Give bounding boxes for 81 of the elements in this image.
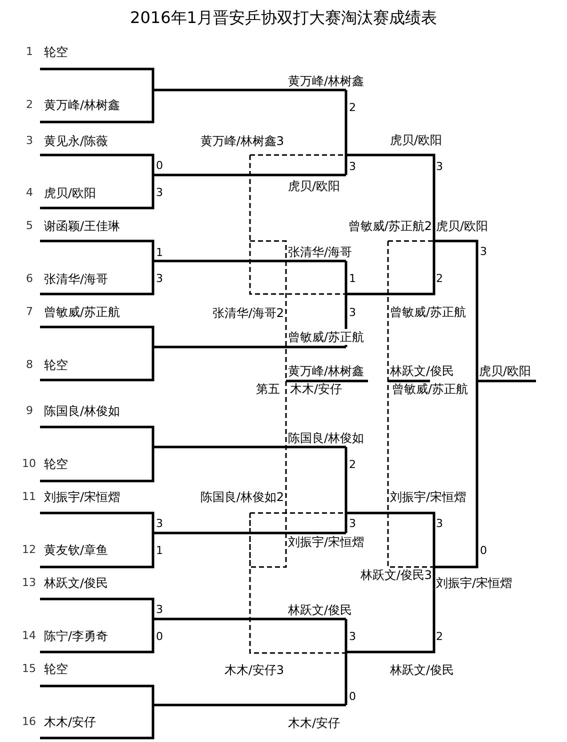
player-name: 轮空: [44, 44, 68, 60]
seed-number: 4: [26, 185, 33, 201]
score: 3: [156, 185, 163, 201]
player-name: 张清华/海哥: [44, 271, 108, 287]
score: 3: [349, 305, 356, 321]
player-name: 曾敏威/苏正航2: [348, 218, 432, 234]
title: 2016年1月晋安乒协双打大赛淘汰赛成绩表: [129, 7, 438, 29]
player-name: 刘振宇/宋恒熠: [288, 534, 364, 550]
player-name: 曾敏威/苏正航: [392, 381, 468, 397]
player-name: 谢函颖/王佳琳: [44, 218, 120, 234]
player-name: 虎贝/欧阳: [436, 218, 488, 234]
score: 3: [156, 602, 163, 618]
seed-number: 7: [26, 304, 33, 320]
player-name: 虎贝/欧阳: [479, 363, 532, 379]
player-name: 木木/安仔: [288, 715, 340, 731]
player-name: 木木/安仔3: [224, 662, 284, 678]
player-name: 轮空: [44, 357, 68, 373]
seed-number: 15: [22, 661, 36, 677]
seed-number: 11: [22, 489, 36, 505]
score: 2: [436, 629, 443, 645]
player-name: 曾敏威/苏正航: [390, 304, 466, 320]
player-name: 陈国良/林俊如2: [200, 489, 284, 505]
score: 1: [156, 543, 163, 559]
player-name: 黄万峰/林树鑫: [44, 97, 120, 113]
score: 3: [349, 159, 356, 175]
score: 1: [349, 271, 356, 287]
player-name: 轮空: [44, 661, 68, 677]
score: 0: [156, 158, 163, 174]
score: 0: [156, 629, 163, 645]
score: 0: [349, 689, 356, 705]
player-name: 轮空: [44, 456, 68, 472]
player-name: 虎贝/欧阳: [390, 132, 442, 148]
seed-number: 10: [22, 456, 36, 472]
seed-number: 1: [26, 44, 33, 60]
player-name: 张清华/海哥2: [212, 305, 284, 321]
player-name: 木木/安仔: [44, 714, 96, 730]
seed-number: 16: [22, 714, 36, 730]
player-name: 虎贝/欧阳: [288, 178, 340, 194]
player-name: 第五: [256, 381, 280, 397]
seed-number: 13: [22, 575, 36, 591]
player-name: 陈宁/李勇奇: [44, 628, 108, 644]
player-name: 林跃文/俊民: [44, 575, 108, 591]
player-name: 林跃文/俊民3: [360, 567, 432, 583]
score: 3: [436, 159, 443, 175]
player-name: 陈国良/林俊如: [288, 430, 364, 446]
player-name: 曾敏威/苏正航: [44, 304, 120, 320]
score: 3: [480, 244, 487, 260]
player-name: 黄万峰/林树鑫: [288, 73, 364, 89]
seed-number: 6: [26, 271, 33, 287]
seed-number: 12: [22, 542, 36, 558]
score: 3: [156, 271, 163, 287]
player-name: 木木/安仔: [290, 381, 342, 397]
player-name: 刘振宇/宋恒熠: [44, 489, 120, 505]
player-name: 张清华/海哥: [288, 244, 352, 260]
score: 3: [436, 516, 443, 532]
score: 2: [349, 100, 356, 116]
score: 3: [156, 516, 163, 532]
score: 0: [480, 543, 487, 559]
player-name: 黄见永/陈薇: [44, 133, 108, 149]
player-name: 陈国良/林俊如: [44, 403, 120, 419]
player-name: 林跃文/俊民: [390, 662, 454, 678]
seed-number: 9: [26, 403, 33, 419]
player-name: 黄友钦/章鱼: [44, 542, 108, 558]
score: 1: [156, 245, 163, 261]
player-name: 刘振宇/宋恒熠: [390, 489, 466, 505]
player-name: 林跃文/俊民: [390, 363, 454, 379]
score: 2: [436, 271, 443, 287]
seed-number: 3: [26, 133, 33, 149]
score: 3: [349, 516, 356, 532]
seed-number: 8: [26, 357, 33, 373]
player-name: 刘振宇/宋恒熠: [436, 575, 512, 591]
score: 2: [349, 457, 356, 473]
player-name: 虎贝/欧阳: [44, 185, 96, 201]
player-name: 林跃文/俊民: [288, 602, 352, 618]
seed-number: 5: [26, 218, 33, 234]
seed-number: 14: [22, 628, 36, 644]
seed-number: 2: [26, 97, 33, 113]
player-name: 黄万峰/林树鑫: [288, 363, 364, 379]
player-name: 黄万峰/林树鑫3: [200, 133, 284, 149]
score: 3: [349, 629, 356, 645]
player-name: 曾敏威/苏正航: [288, 329, 364, 345]
